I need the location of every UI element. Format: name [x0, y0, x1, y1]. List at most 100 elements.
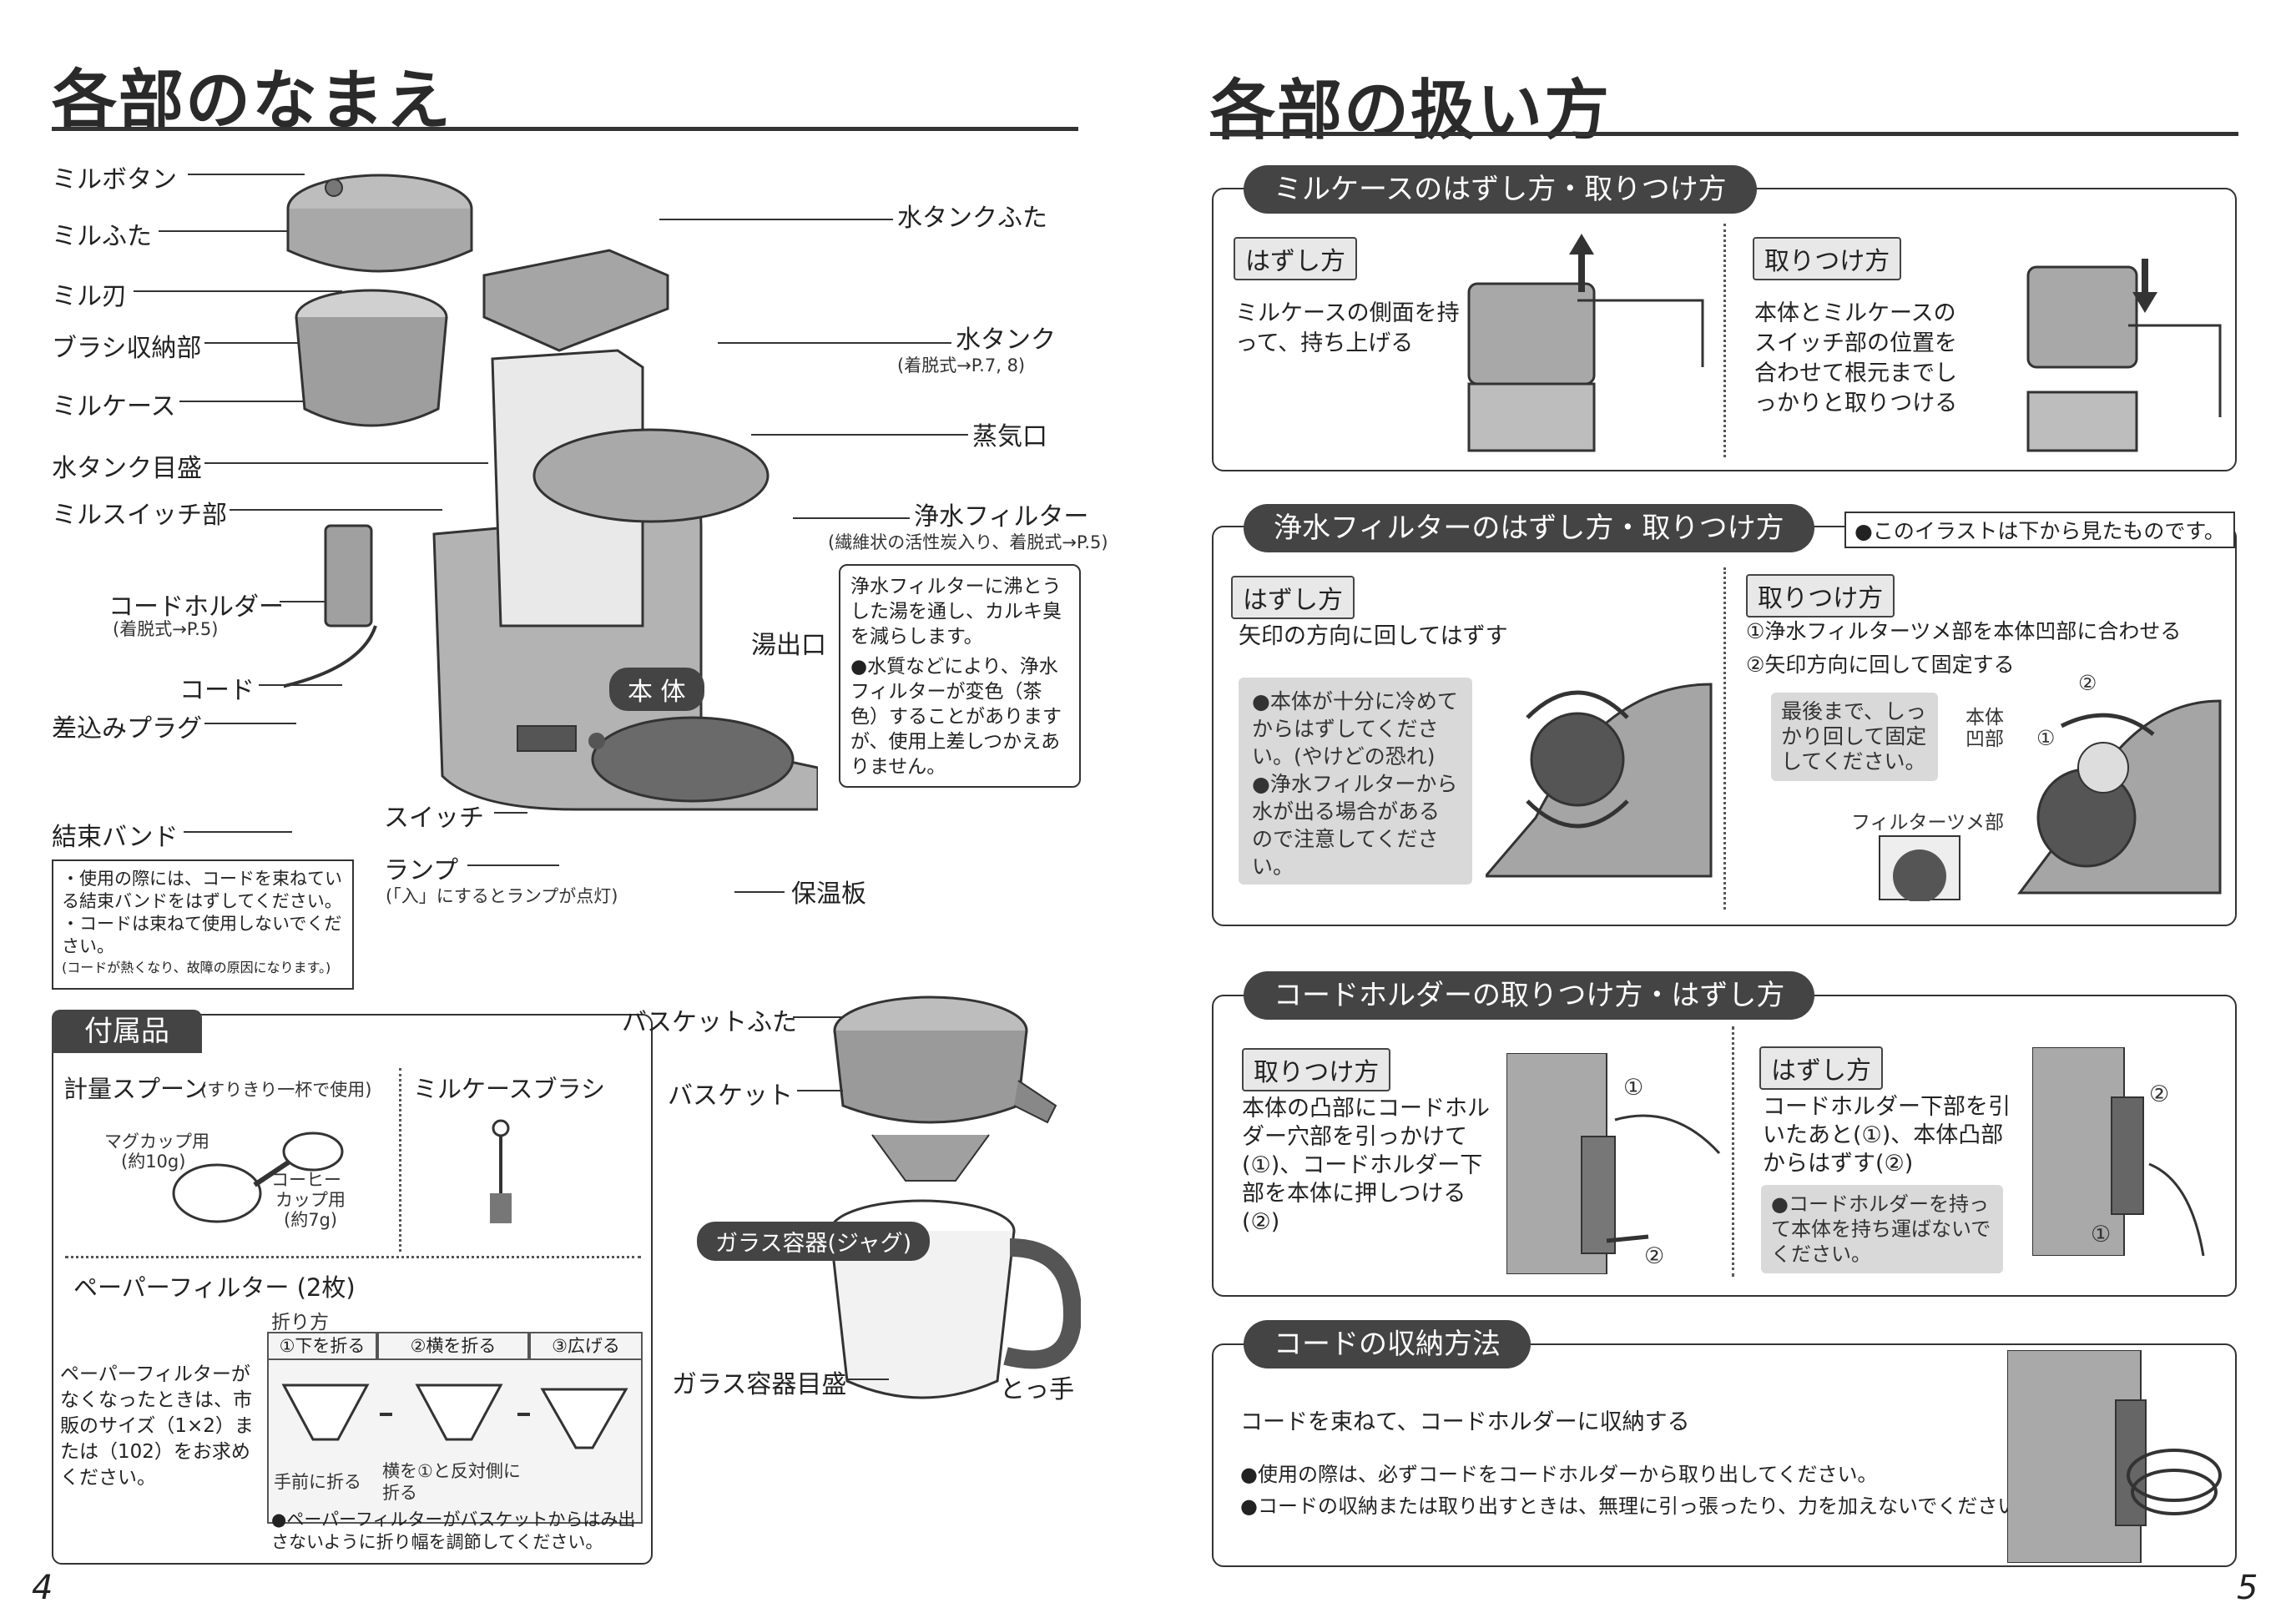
- label-measuring-spoon-sub: (すりきり一杯で使用): [200, 1080, 372, 1100]
- cord-holder-attach-illustration: [1506, 1053, 1721, 1274]
- label-water-tank-sub: (着脱式→P.7, 8): [897, 355, 1026, 376]
- label-mill-button: ミルボタン: [52, 165, 177, 194]
- fold-step2-note: 横を①と反対側に折る: [382, 1461, 521, 1503]
- accessories-box: [52, 1014, 653, 1565]
- cord-holder-attach-text: 本体の凸部にコードホルダー穴部を引っかけて(①)、コードホルダー下部を本体に押し…: [1242, 1096, 1490, 1235]
- cord-storage-text: コードを束ねて、コードホルダーに収納する: [1240, 1409, 1690, 1435]
- label-switch: スイッチ: [384, 804, 484, 833]
- band-note-box: ・使用の際には、コードを束ねている結束バンドをはずしてください。 ・コードは束ね…: [52, 859, 354, 990]
- cord-holder-remove-text: コードホルダー下部を引いたあと(①)、本体凸部からはずす(②): [1763, 1094, 2011, 1177]
- cord-storage-illustration: [2007, 1350, 2222, 1563]
- label-water-tank-lid: 水タンクふた: [897, 204, 1047, 233]
- label-lamp: ランプ: [384, 856, 459, 885]
- title-rule-right: [1210, 132, 2238, 136]
- label-filter-tab: フィルターツメ部: [1851, 812, 2005, 834]
- cord-remove-circle2: ②: [2149, 1081, 2170, 1107]
- mill-case-section-header: ミルケースのはずし方・取りつけ方: [1244, 165, 1757, 214]
- label-cord: コード: [179, 676, 255, 705]
- label-water-tank-scale: 水タンク目盛: [52, 454, 202, 483]
- label-cord-holder: コードホルダー: [108, 592, 284, 622]
- label-mill-brush: ミルケースブラシ: [413, 1075, 605, 1103]
- glass-jug-badge: ガラス容器(ジャグ): [697, 1222, 931, 1261]
- filter-view-note: ●このイラストは下から見たものです。: [1844, 512, 2235, 548]
- accessories-header: 付属品: [52, 1010, 202, 1053]
- label-mug-amount: (約10g): [121, 1152, 186, 1172]
- cord-attach-circle1: ①: [1623, 1075, 1644, 1101]
- label-coffee: コーヒー: [271, 1170, 341, 1190]
- cord-holder-remove-illustration: [2032, 1047, 2205, 1256]
- fold-step1-note: 手前に折る: [274, 1472, 361, 1492]
- measuring-spoon-illustration: [172, 1132, 344, 1223]
- filter-attach-step2: ②矢印方向に回して固定する: [1746, 653, 2015, 677]
- label-mill-lid: ミルふた: [52, 222, 152, 251]
- label-binding-band: 結束バンド: [52, 823, 179, 852]
- label-water-filter-sub: (繊維状の活性炭入り、着脱式→P.5): [828, 532, 1108, 552]
- label-plug: 差込みプラグ: [52, 714, 202, 743]
- basket-jug-illustration: [830, 995, 1081, 1399]
- label-coffee2: カップ用: [275, 1190, 346, 1210]
- filter-attach-step1: ①浄水フィルターツメ部を本体凹部に合わせる: [1746, 619, 2182, 643]
- filter-remove-note1: ●本体が十分に冷めてからはずしてください。(やけどの恐れ): [1252, 689, 1458, 769]
- label-mill-switch: ミルスイッチ部: [52, 501, 227, 530]
- filter-remove-text: 矢印の方向に回してはずす: [1239, 623, 1508, 649]
- brush-icon: [490, 1119, 512, 1223]
- band-note-line1: ・使用の際には、コードを束ねている結束バンドをはずしてください。: [62, 869, 342, 911]
- label-warming-plate: 保温板: [791, 880, 866, 909]
- paper-filter-replacement-note: ペーパーフィルターがなくなったときは、市販のサイズ（1×2）または（102）をお…: [60, 1363, 254, 1489]
- fold-step1: ①下を折る: [267, 1332, 377, 1360]
- mill-case-attach-tag: 取りつけ方: [1753, 237, 1902, 280]
- label-water-tank: 水タンク: [956, 325, 1056, 355]
- cord-attach-circle2: ②: [1644, 1243, 1665, 1269]
- cord-storage-note1: ●使用の際は、必ずコードをコードホルダーから取り出してください。: [1240, 1463, 1878, 1486]
- label-jug-scale: ガラス容器目盛: [672, 1370, 847, 1399]
- coffee-maker-illustration: [284, 174, 818, 811]
- cord-holder-remove-tag: はずし方: [1759, 1046, 1883, 1090]
- label-paper-filter: ペーパーフィルター (2枚): [73, 1273, 356, 1302]
- label-body-recess: 本体: [1965, 707, 2004, 728]
- cord-storage-note2: ●コードの収納または取り出すときは、無理に引っ張ったり、力を加えないでください。: [1240, 1494, 2038, 1518]
- mill-case-attach-illustration: [2026, 259, 2222, 452]
- page-title-left: 各部のなまえ: [52, 63, 453, 139]
- band-note-line2: ・コードは束ねて使用しないでください。: [62, 914, 342, 956]
- filter-remove-illustration: [1486, 683, 1713, 878]
- label-water-filter: 浄水フィルター: [914, 502, 1089, 532]
- cord-holder-remove-note: ●コードホルダーを持って本体を持ち運ばないでください。: [1761, 1185, 2003, 1273]
- cord-holder-attach-tag: 取りつけ方: [1242, 1048, 1391, 1091]
- filter-circle1: ①: [2036, 726, 2056, 750]
- label-cord-holder-sub: (着脱式→P.5): [113, 619, 219, 639]
- title-rule-left: [52, 127, 1078, 131]
- label-steam-port: 蒸気口: [972, 422, 1047, 451]
- fold-illustrations: [281, 1384, 628, 1449]
- paper-filter-fold-warning: ●ペーパーフィルターがバスケットからはみ出さないように折り幅を調節してください。: [271, 1510, 636, 1552]
- label-basket: バスケット: [668, 1081, 793, 1111]
- page-number-right: 5: [2237, 1569, 2258, 1607]
- label-mill-blade: ミル刃: [52, 282, 127, 311]
- mill-case-attach-text: 本体とミルケースのスイッチ部の位置を合わせて根元までしっかりと取りつける: [1754, 300, 1958, 416]
- label-measuring-spoon: 計量スプーン: [63, 1075, 208, 1103]
- band-note-line3: (コードが熱くなり、故障の原因になります。): [62, 960, 331, 975]
- mill-case-remove-illustration: [1467, 234, 1704, 452]
- fold-step3: ③広げる: [529, 1332, 643, 1360]
- cord-storage-section-header: コードの収納方法: [1244, 1320, 1531, 1368]
- filter-section-header: 浄水フィルターのはずし方・取りつけ方: [1244, 504, 1814, 552]
- filter-tab-detail-illustration: [1879, 835, 1960, 901]
- label-coffee-amount: (約7g): [284, 1210, 338, 1230]
- filter-note-bullet: ●水質などにより、浄水フィルターが変色（茶色）することがありますが、使用上差しつ…: [850, 656, 1062, 778]
- filter-remove-tag: はずし方: [1231, 576, 1355, 619]
- mill-case-remove-text: ミルケースの側面を持って、持ち上げる: [1235, 300, 1460, 356]
- main-body-badge: 本 体: [609, 668, 704, 711]
- filter-note-box: 浄水フィルターに沸とうした湯を通し、カルキ臭を減らします。 ●水質などにより、浄…: [839, 564, 1081, 788]
- label-body-recess2: 凹部: [1965, 728, 2004, 750]
- label-brush-storage: ブラシ収納部: [52, 334, 202, 363]
- label-mug: マグカップ用: [104, 1132, 209, 1152]
- label-lamp-sub: (「入」にするとランプが点灯): [386, 886, 618, 906]
- filter-remove-notes: ●本体が十分に冷めてからはずしてください。(やけどの恐れ) ●浄水フィルターから…: [1239, 678, 1472, 885]
- filter-circle2: ②: [2078, 671, 2097, 695]
- filter-attach-illustration: [2017, 699, 2222, 895]
- label-basket-lid: バスケットふた: [622, 1008, 797, 1037]
- label-fold-method: 折り方: [271, 1312, 329, 1333]
- label-handle: とっ手: [1000, 1375, 1075, 1404]
- fold-step2: ②横を折る: [377, 1332, 529, 1360]
- label-mill-case: ミルケース: [52, 392, 176, 421]
- cord-holder-section-header: コードホルダーの取りつけ方・はずし方: [1244, 971, 1815, 1020]
